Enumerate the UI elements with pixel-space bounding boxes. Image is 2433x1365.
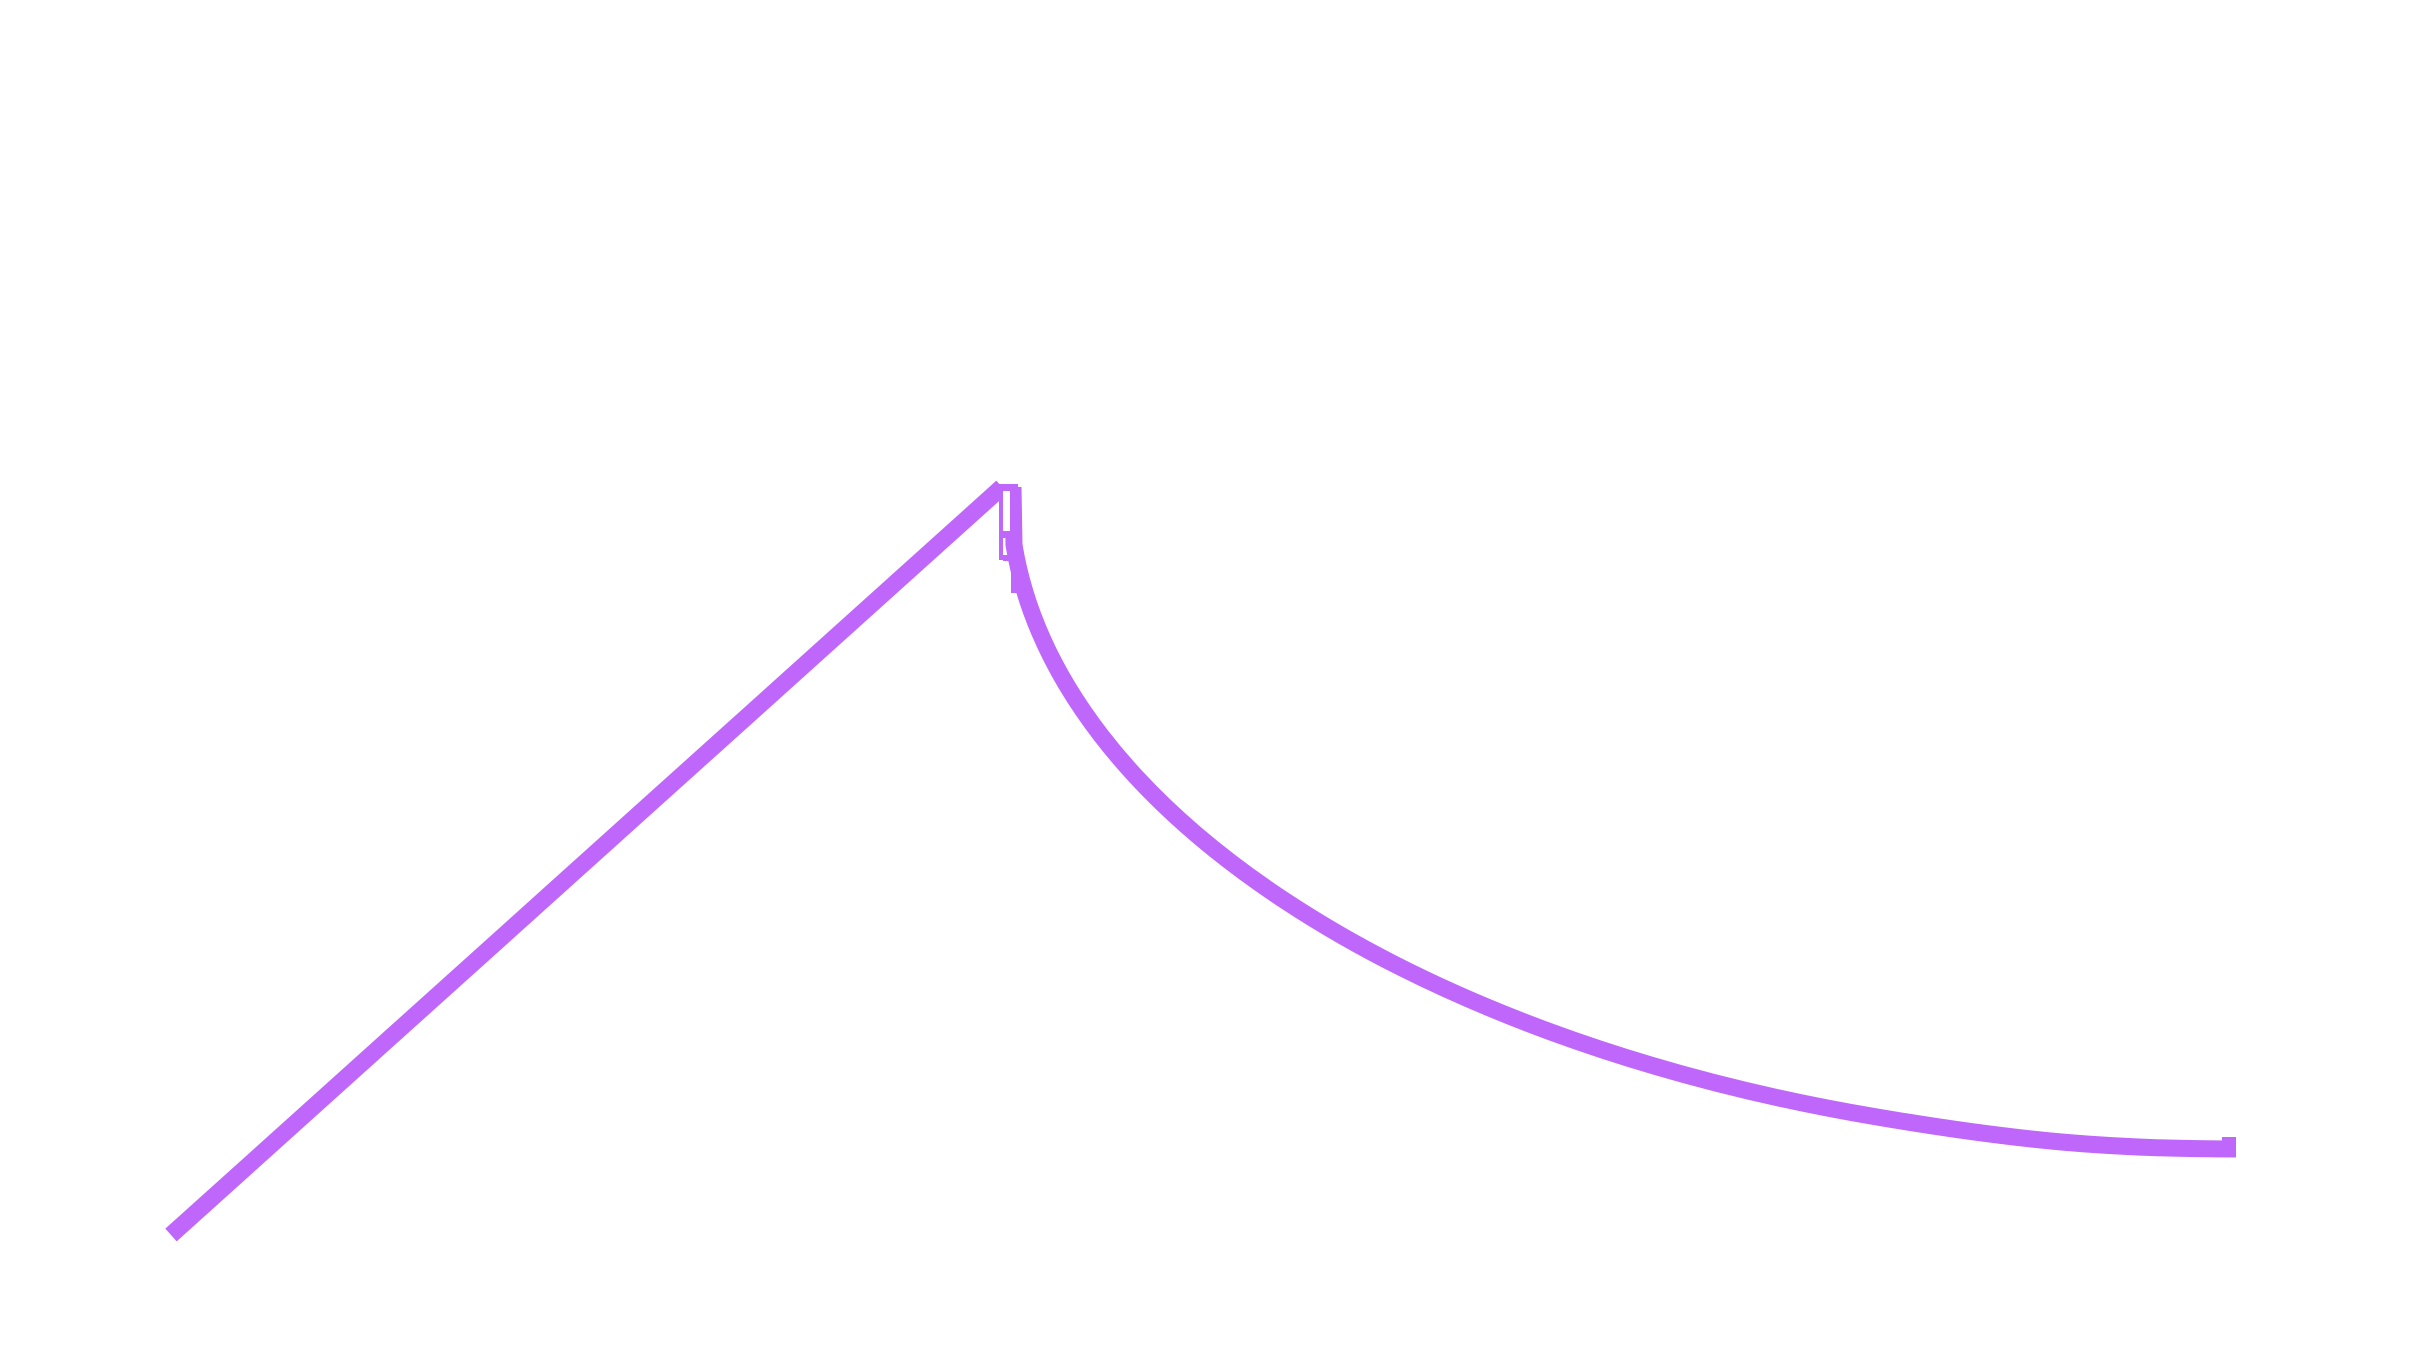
straight-line-stroke bbox=[165, 480, 1008, 1242]
peak-lower-notch bbox=[1003, 555, 1015, 561]
peak-crossbar bbox=[999, 531, 1015, 538]
curved-arc-stroke bbox=[1004, 486, 2237, 1158]
peak-left-post bbox=[999, 488, 1003, 560]
peak-cap-block bbox=[998, 484, 1018, 490]
peak-junction-marks bbox=[998, 484, 1018, 593]
arc-end-cap bbox=[2222, 1137, 2236, 1157]
peak-inner-gap bbox=[1003, 491, 1010, 531]
peak-right-post bbox=[1011, 488, 1017, 593]
